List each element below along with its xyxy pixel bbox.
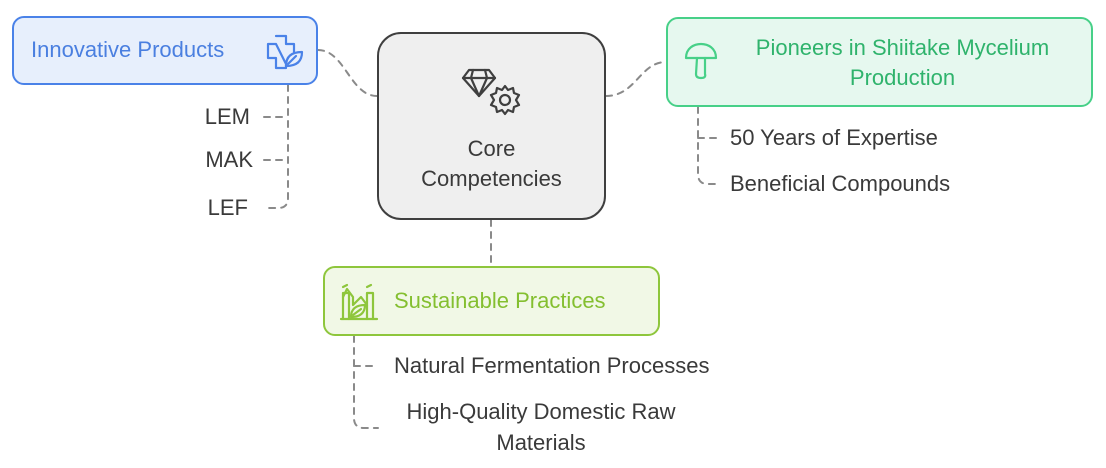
core-label-line1: Core xyxy=(467,136,516,161)
connector-innovative-leaves xyxy=(263,84,289,209)
connector-sustainable-leaves xyxy=(353,335,379,429)
pioneers-node[interactable]: Pioneers in Shiitake Mycelium Production xyxy=(666,17,1093,107)
medical-cross-leaf-icon xyxy=(266,34,304,70)
leaf-beneficial-compounds: Beneficial Compounds xyxy=(730,171,951,196)
mushroom-icon xyxy=(684,42,718,80)
core-competencies-node[interactable]: Core Competencies xyxy=(377,32,606,220)
leaf-lem: LEM xyxy=(204,104,250,129)
core-label-line2: Competencies xyxy=(421,166,562,191)
leaf-mak: MAK xyxy=(205,147,253,172)
connector-center-innovative xyxy=(317,49,378,97)
innovative-products-node[interactable]: Innovative Products xyxy=(12,16,318,85)
sustainable-practices-label: Sustainable Practices xyxy=(394,288,606,313)
core-competencies-label: Core Competencies xyxy=(379,134,604,194)
leaf-natural-fermentation: Natural Fermentation Processes xyxy=(394,353,710,378)
leaf-domestic-line1: High-Quality Domestic Raw xyxy=(406,399,676,424)
connector-pioneers-leaves xyxy=(697,106,717,185)
innovative-products-label: Innovative Products xyxy=(31,37,225,62)
eco-factory-icon xyxy=(339,283,379,321)
leaf-50-years-expertise: 50 Years of Expertise xyxy=(730,125,938,150)
leaf-domestic-raw-materials: High-Quality Domestic Raw Materials xyxy=(386,398,696,457)
sustainable-practices-node[interactable]: Sustainable Practices xyxy=(323,266,660,336)
pioneers-label-line1: Pioneers in Shiitake Mycelium xyxy=(755,35,1050,60)
leaf-domestic-line2: Materials xyxy=(496,430,586,455)
pioneers-label-line2: Production xyxy=(849,65,956,90)
connector-center-pioneers xyxy=(605,61,667,97)
leaf-lef: LEF xyxy=(207,195,248,220)
pioneers-label: Pioneers in Shiitake Mycelium Production xyxy=(724,33,1081,93)
diamond-gear-icon xyxy=(461,68,521,116)
